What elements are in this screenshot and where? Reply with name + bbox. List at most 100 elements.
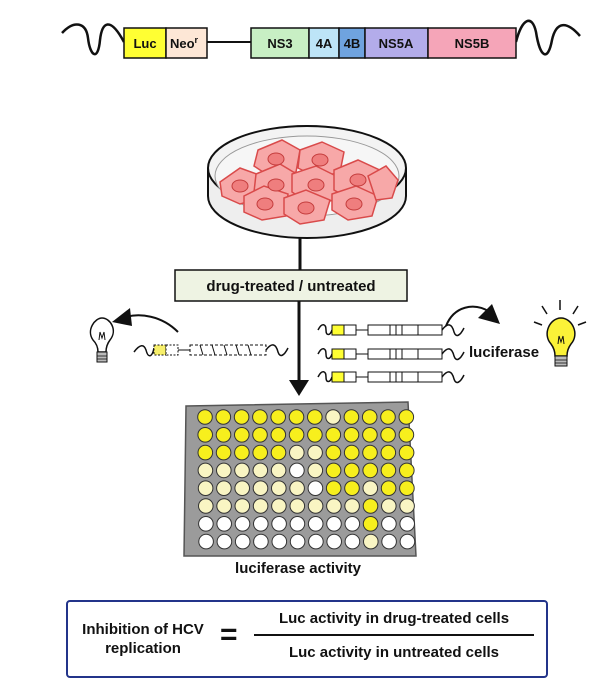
formula-numerator: Luc activity in drug-treated cells xyxy=(278,610,510,627)
formula-fraction: Luc activity in drug-treated cells Luc a… xyxy=(254,610,534,661)
plate-well xyxy=(270,462,287,479)
plate-well xyxy=(362,444,378,461)
nucleus xyxy=(349,173,367,187)
plate-well xyxy=(233,409,250,425)
plate-well xyxy=(380,427,396,443)
plate-well xyxy=(252,409,268,425)
plate-well xyxy=(288,427,305,443)
ns5a-label: NS5A xyxy=(379,36,414,51)
plate-well xyxy=(344,516,361,532)
plate-well xyxy=(252,516,269,532)
plate-well xyxy=(326,498,342,514)
plate-well xyxy=(380,444,397,461)
plate-well xyxy=(398,427,415,443)
plate-well xyxy=(307,480,324,497)
plate-well xyxy=(363,533,379,550)
utr-3-prime xyxy=(514,19,581,56)
curved-arrow-left-head-icon xyxy=(112,308,132,326)
curved-arrow-right xyxy=(445,305,491,327)
plate-well xyxy=(198,516,214,532)
plate-well xyxy=(381,516,397,532)
plate-wells xyxy=(197,409,416,550)
plate-well xyxy=(234,516,251,532)
plate-well xyxy=(216,516,232,532)
plate-well xyxy=(362,498,379,514)
plate-well xyxy=(234,533,251,550)
nucleus xyxy=(256,197,274,211)
plate-well xyxy=(326,533,343,550)
luciferase-label: luciferase xyxy=(469,344,539,361)
formula-equals: = xyxy=(220,618,238,651)
plate-well xyxy=(399,480,415,497)
plate-label: luciferase activity xyxy=(235,560,362,577)
ns4a-label: 4A xyxy=(316,36,333,51)
plate-well xyxy=(307,498,324,514)
plate-well xyxy=(289,480,305,497)
plate-well xyxy=(234,444,250,461)
plate-well xyxy=(362,427,378,443)
nucleus xyxy=(267,152,285,166)
nucleus xyxy=(231,179,249,193)
ns5b-label: NS5B xyxy=(455,36,490,51)
active-replicons xyxy=(317,324,465,384)
plate-frame xyxy=(183,401,417,557)
replicon-copy xyxy=(317,371,465,384)
plate-well xyxy=(361,409,378,425)
plate-well xyxy=(381,498,397,514)
plate-well xyxy=(197,409,213,425)
main-arrow-head-icon xyxy=(289,380,309,396)
plate-well xyxy=(271,480,287,497)
plate-well xyxy=(197,444,214,461)
plate-well xyxy=(325,444,342,461)
plate-well xyxy=(308,533,324,550)
plate-well xyxy=(271,498,287,514)
plate-well xyxy=(325,462,342,479)
plate-well xyxy=(198,498,214,514)
plate-well xyxy=(216,480,232,497)
plate-well xyxy=(252,462,269,479)
plate-well xyxy=(215,444,232,461)
plate-well xyxy=(398,444,415,461)
inhibited-replicon xyxy=(133,344,289,357)
fraction-bar xyxy=(254,634,534,636)
ns5b-segment xyxy=(427,27,517,59)
plate-well xyxy=(197,427,213,443)
neo-label: Neor xyxy=(170,35,199,51)
plate-well xyxy=(380,462,397,479)
plate-well xyxy=(325,409,341,425)
plate-well xyxy=(252,498,269,514)
ns3-segment xyxy=(250,27,310,59)
plate-well xyxy=(362,480,379,497)
plate-well xyxy=(399,498,415,514)
luc-label: Luc xyxy=(133,36,156,51)
plate-well xyxy=(289,516,306,532)
plate-well xyxy=(344,498,360,514)
plate-well xyxy=(197,480,214,497)
ns4b-label: 4B xyxy=(344,36,361,51)
nucleus xyxy=(345,197,363,211)
plate-well xyxy=(307,444,323,461)
plate-well xyxy=(344,533,361,550)
plate-well xyxy=(325,427,342,443)
plate-well xyxy=(344,480,360,497)
plate-well xyxy=(380,409,396,425)
nucleus xyxy=(297,201,315,215)
plate-well xyxy=(362,516,379,532)
plate-well xyxy=(289,498,306,514)
neo-segment xyxy=(165,27,208,59)
plate-well xyxy=(215,427,232,443)
plate-well xyxy=(215,409,232,425)
plate-well xyxy=(289,444,305,461)
nucleus xyxy=(311,153,329,167)
treatment-label: drug-treated / untreated xyxy=(206,278,375,295)
plate-well xyxy=(234,480,250,497)
plate-well xyxy=(289,462,305,479)
formula-left-label: Inhibition of HCV replication xyxy=(82,621,204,657)
plate-well xyxy=(216,462,232,479)
formula-box: Inhibition of HCV replication = Luc acti… xyxy=(66,600,548,678)
plate-well xyxy=(252,427,268,443)
nucleus xyxy=(307,178,325,192)
degraded-segment xyxy=(165,344,179,356)
plate-well xyxy=(398,409,415,425)
degraded-rna-left-tail xyxy=(133,345,155,357)
